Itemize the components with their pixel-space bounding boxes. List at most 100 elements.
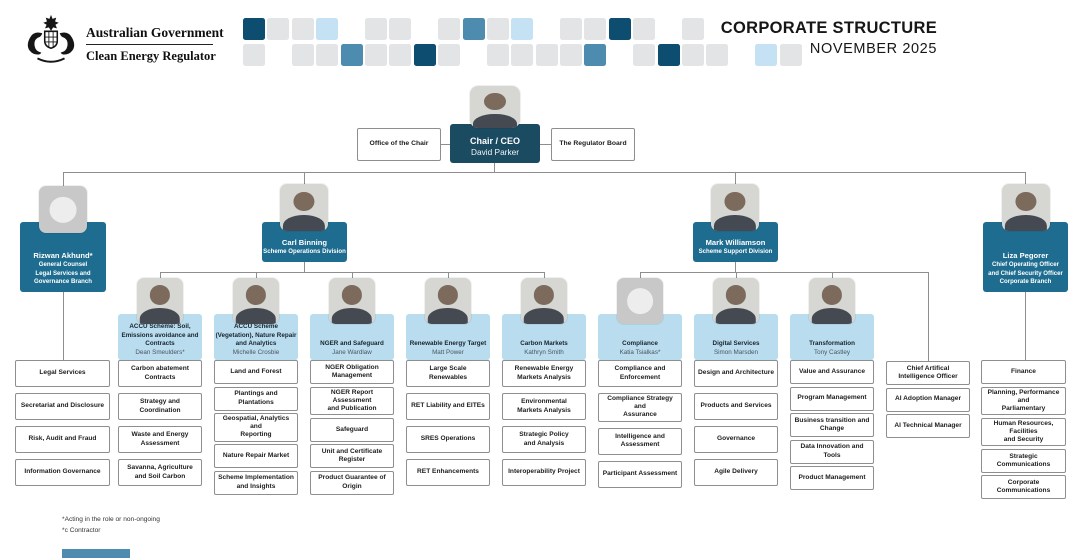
photo-matt-power — [425, 278, 471, 324]
branch-head-name: Kathryn Smith — [524, 349, 564, 356]
mosaic-tile — [291, 44, 314, 66]
mosaic-tile — [389, 44, 412, 66]
connector — [735, 172, 736, 188]
branch-title: Transformation — [809, 339, 855, 347]
footer-accent-bar — [62, 549, 130, 558]
mosaic-tile — [316, 18, 339, 40]
mosaic-tile — [633, 18, 656, 40]
connector — [304, 172, 305, 188]
avatar-silhouette — [484, 92, 506, 111]
list-column-digital-services: Design and Architecture Products and Ser… — [694, 360, 778, 486]
list-item: Interoperability Project — [502, 459, 586, 486]
agency-name: Clean Energy Regulator — [86, 49, 216, 63]
list-column-legal-services: Legal Services Secretariat and Disclosur… — [15, 360, 110, 486]
connector — [736, 272, 737, 282]
photo-david-parker — [470, 86, 520, 128]
list-item: NGER Obligation Management — [310, 360, 394, 384]
avatar-placeholder-circle — [627, 288, 653, 314]
mosaic-tile — [682, 44, 705, 66]
connector — [160, 272, 161, 282]
page-subtitle: NOVEMBER 2025 — [809, 41, 937, 57]
avatar-silhouette — [715, 308, 757, 324]
list-item: NGER Report Assessment and Publication — [310, 386, 394, 416]
mosaic-tile — [682, 18, 705, 40]
connector — [1025, 292, 1026, 360]
avatar-silhouette — [293, 191, 315, 212]
list-item: Human Resources, Facilities and Security — [981, 417, 1066, 447]
connector — [540, 144, 551, 145]
list-item: Scheme Implementation and Insights — [214, 470, 298, 495]
list-item: Business transition and Change — [790, 413, 874, 437]
mosaic-tile — [438, 44, 461, 66]
list-item: Compliance Strategy and Assurance — [598, 393, 682, 422]
list-item: Governance — [694, 426, 778, 453]
avatar-silhouette — [427, 308, 469, 324]
list-item: Products and Services — [694, 393, 778, 420]
photo-dean-smeulders — [137, 278, 183, 324]
list-item: Risk, Audit and Fraud — [15, 426, 110, 453]
branch-title: Renewable Energy Target — [409, 339, 487, 347]
avatar-silhouette — [1015, 191, 1037, 212]
list-item: Agile Delivery — [694, 459, 778, 486]
connector — [352, 272, 353, 282]
office-of-the-chair-box: Office of the Chair — [357, 128, 441, 161]
mosaic-tile — [486, 44, 509, 66]
avatar-silhouette — [139, 308, 181, 324]
ceo-title: Chair / CEO — [469, 136, 520, 146]
branch-head-name: Katia Tsialkas* — [619, 349, 661, 356]
branch-title: ACCU Scheme (Vegetation), Nature Repair … — [215, 323, 297, 347]
list-item: Land and Forest — [214, 360, 298, 384]
connector — [256, 272, 257, 282]
mosaic-tile — [438, 18, 461, 40]
connector — [494, 163, 495, 172]
mosaic-tile — [462, 18, 485, 40]
connector — [544, 272, 545, 282]
connector — [640, 272, 929, 273]
branch-title: NGER and Safeguard — [320, 339, 384, 347]
avatar-silhouette — [725, 285, 747, 305]
photo-liza-pegorer — [1002, 184, 1050, 231]
exec-role: Chief Operating Officer and Chief Securi… — [988, 261, 1063, 285]
branch-head-name: Matt Power — [432, 349, 464, 356]
photo-carl-binning — [280, 184, 328, 231]
mosaic-empty-cell — [658, 18, 680, 40]
list-item: Participant Assessment — [598, 460, 682, 488]
footnotes: *Acting in the role or non-ongoing *c Co… — [62, 516, 160, 534]
list-item: Savanna, Agriculture and Soil Carbon — [118, 459, 202, 486]
list-item: Legal Services — [15, 360, 110, 387]
exec-role: Scheme Operations Division — [263, 247, 346, 255]
connector — [448, 272, 449, 282]
list-item: Secretariat and Disclosure — [15, 393, 110, 420]
list-item: Planning, Performance and Parliamentary — [981, 386, 1066, 416]
regulator-board-box: The Regulator Board — [551, 128, 635, 161]
mosaic-tile — [267, 18, 290, 40]
list-item: Design and Architecture — [694, 360, 778, 387]
connector — [63, 172, 64, 188]
mosaic-row-top — [243, 18, 802, 40]
list-item: Intelligence and Assessment — [598, 427, 682, 455]
connector — [735, 262, 736, 272]
avatar-silhouette — [533, 285, 555, 305]
australian-government-crest-icon — [22, 13, 80, 72]
mosaic-tile — [389, 18, 412, 40]
branch-title: Carbon Markets — [520, 339, 568, 347]
list-item: Data Innovation and Tools — [790, 439, 874, 464]
list-item: Nature Repair Market — [214, 444, 298, 469]
mosaic-tile — [706, 44, 729, 66]
branch-title: Compliance — [622, 339, 658, 347]
mosaic-tile — [560, 44, 583, 66]
branch-head-name: Simon Marsden — [713, 349, 759, 356]
photo-placeholder-rizwan-akhund — [39, 186, 87, 233]
page-title-block: CORPORATE STRUCTURE NOVEMBER 2025 — [721, 19, 937, 57]
mosaic-tile — [633, 44, 656, 66]
connector — [63, 292, 64, 360]
list-item: Large Scale Renewables — [406, 360, 490, 387]
mosaic-tile — [340, 44, 363, 66]
mosaic-tile — [243, 18, 265, 40]
photo-kathryn-smith — [521, 278, 567, 324]
connector — [63, 172, 1026, 173]
mosaic-tile — [608, 18, 631, 40]
list-item: AI Technical Manager — [886, 414, 970, 438]
list-item: Plantings and Plantations — [214, 386, 298, 411]
mosaic-empty-cell — [536, 18, 558, 40]
